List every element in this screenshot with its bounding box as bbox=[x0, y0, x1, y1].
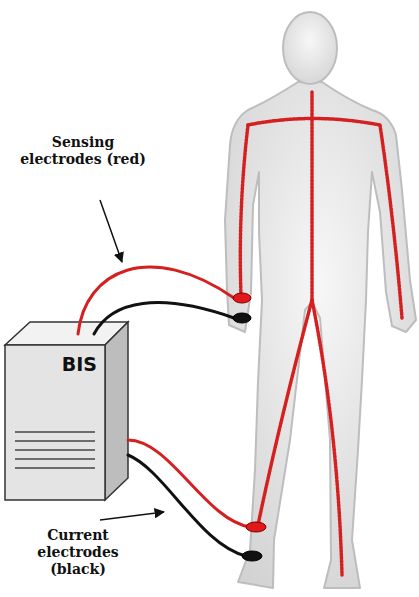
left-leg-path bbox=[258, 300, 312, 525]
head-silhouette bbox=[283, 12, 337, 84]
device-side bbox=[105, 322, 128, 500]
wires bbox=[78, 267, 250, 556]
current-wire bbox=[94, 303, 234, 334]
sensing-electrode bbox=[246, 522, 266, 532]
device-label: BIS bbox=[5, 345, 105, 375]
right-leg-path bbox=[312, 300, 342, 575]
callout-label: Current electrodes (black) bbox=[8, 527, 148, 578]
body-silhouette bbox=[225, 82, 416, 588]
current-electrode bbox=[233, 313, 251, 323]
trunk-path bbox=[310, 92, 314, 300]
current-path bbox=[240, 92, 402, 575]
bis-device bbox=[5, 322, 128, 500]
left-arm-path bbox=[240, 125, 248, 296]
callout-arrows bbox=[100, 200, 164, 520]
shoulder-path bbox=[248, 119, 380, 126]
sensing-wire bbox=[78, 267, 234, 334]
electrodes bbox=[233, 293, 266, 561]
device-box: BIS bbox=[5, 345, 105, 500]
leader-arrow bbox=[100, 512, 164, 520]
leader-arrow bbox=[100, 200, 122, 262]
callout-label: Sensing electrodes (red) bbox=[18, 134, 148, 168]
current-electrode bbox=[242, 551, 262, 561]
right-arm-path bbox=[380, 125, 402, 318]
device-vents bbox=[15, 432, 95, 468]
sensing-electrode bbox=[233, 293, 251, 303]
device-front bbox=[5, 345, 105, 500]
human-figure bbox=[225, 12, 416, 588]
current-wire bbox=[128, 455, 246, 556]
